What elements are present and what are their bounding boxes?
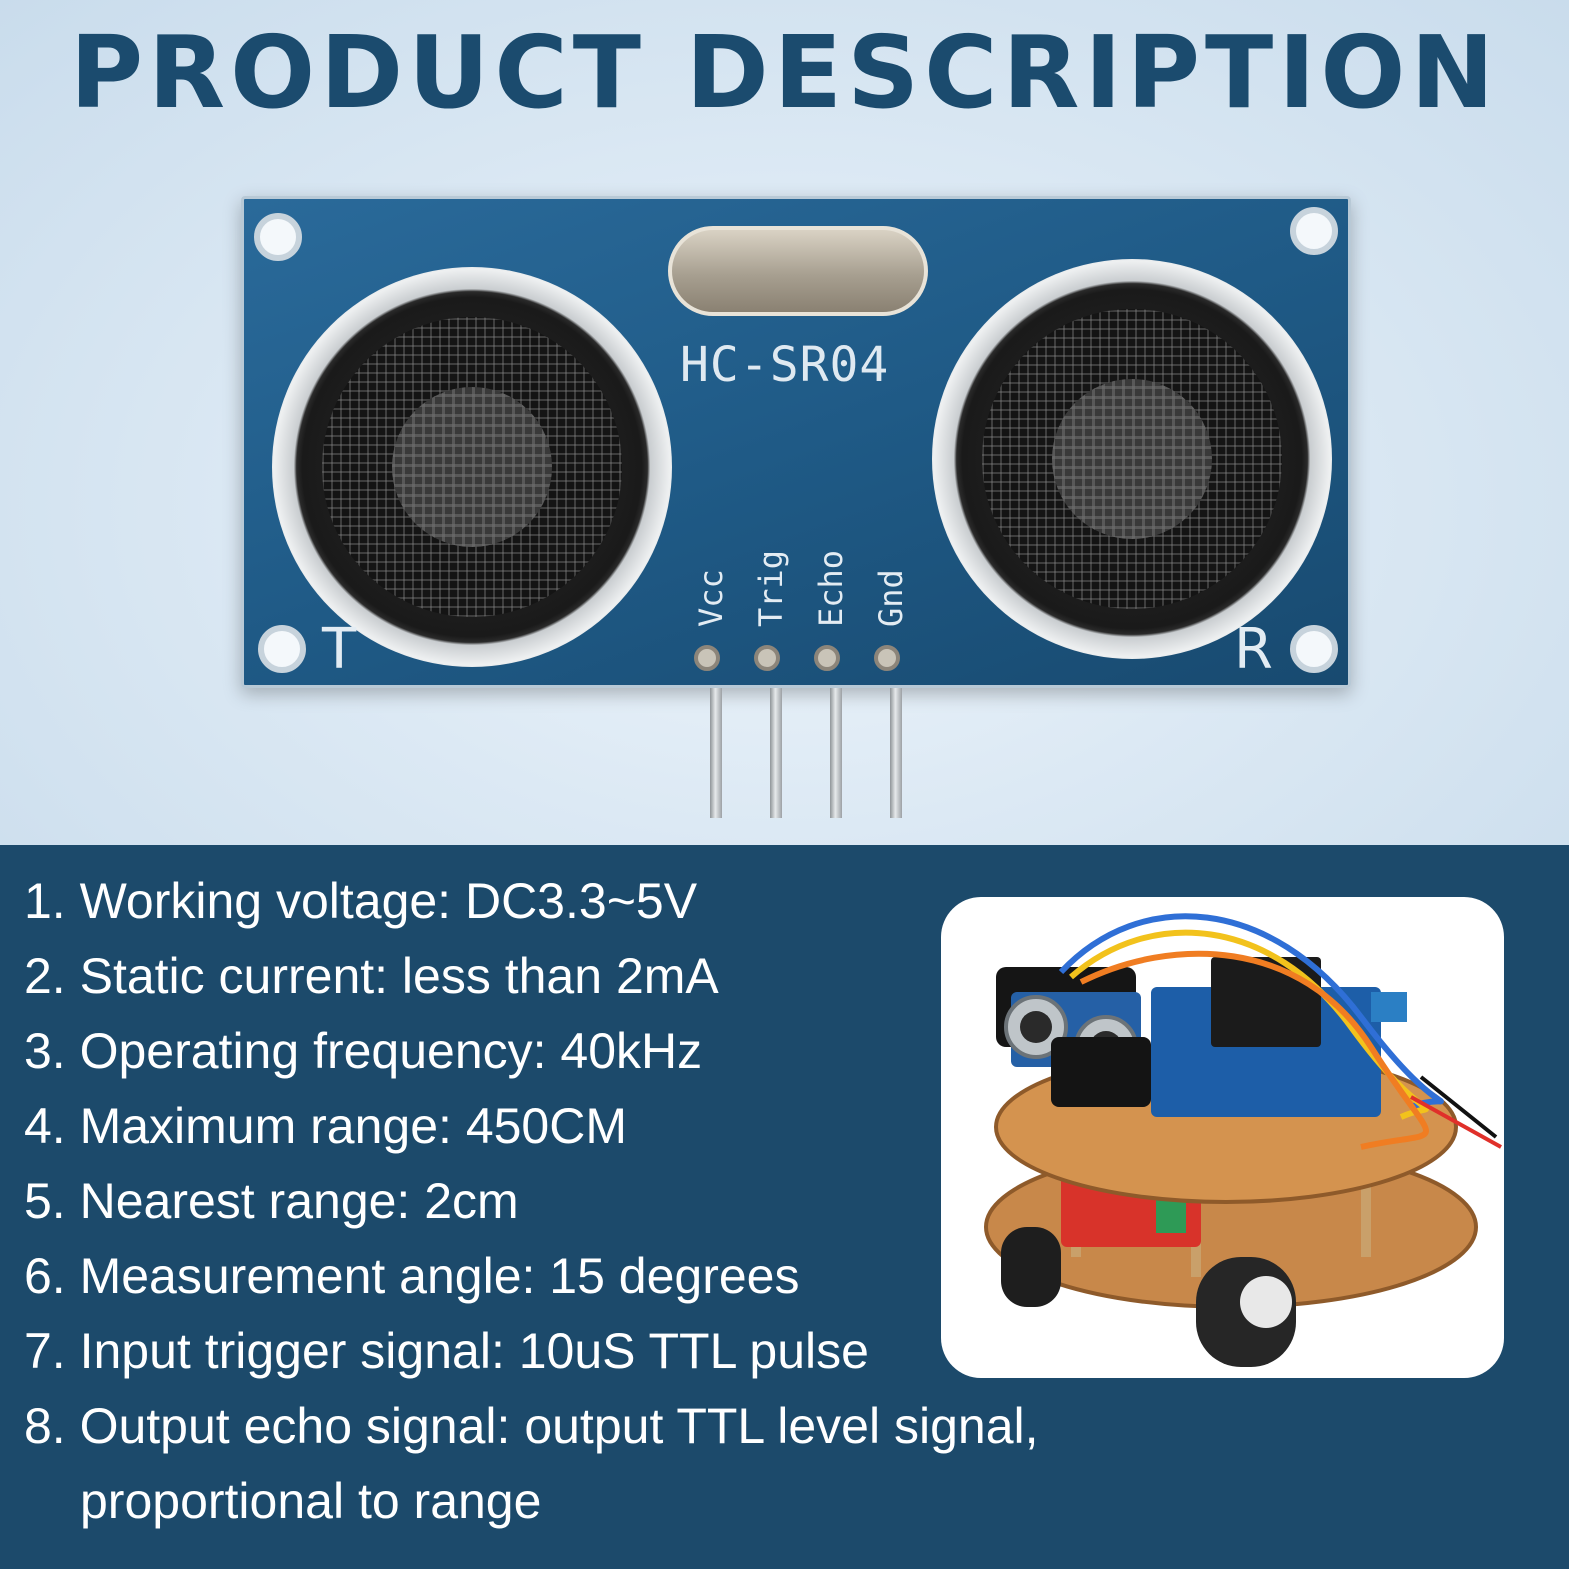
receiver-transducer [932, 259, 1332, 659]
spec-item: 8. Output echo signal: output TTL level … [24, 1398, 1039, 1454]
spec-item: 5. Nearest range: 2cm [24, 1173, 519, 1229]
header-pin-gnd [890, 688, 902, 818]
pin-label-echo: Echo [812, 549, 850, 627]
spec-item: 4. Maximum range: 450CM [24, 1098, 628, 1154]
mount-hole-bottom-right [1290, 625, 1338, 673]
page-title: PRODUCT DESCRIPTION [69, 14, 1500, 131]
transmitter-mesh [322, 317, 622, 617]
mount-hole-bottom-left [258, 625, 306, 673]
spec-item: 1. Working voltage: DC3.3~5V [24, 873, 698, 929]
transmitter-letter: T [322, 617, 357, 682]
header-pin-echo [830, 688, 842, 818]
transmitter-transducer [272, 267, 672, 667]
spec-item: 3. Operating frequency: 40kHz [24, 1023, 703, 1079]
product-hero: PRODUCT DESCRIPTION HC-SR04 T R Vcc Trig… [0, 0, 1569, 845]
pin-label-gnd: Gnd [872, 569, 910, 627]
robot-car-illustration [984, 913, 1502, 1367]
pin-pad-vcc [694, 645, 720, 671]
header-pin-trig [770, 688, 782, 818]
pin-pad-trig [754, 645, 780, 671]
spec-item: 6. Measurement angle: 15 degrees [24, 1248, 800, 1304]
robot-car-image [941, 897, 1504, 1378]
pin-pad-echo [814, 645, 840, 671]
pin-label-vcc: Vcc [692, 569, 730, 627]
spec-item: 2. Static current: less than 2mA [24, 948, 719, 1004]
receiver-letter: R [1234, 617, 1273, 682]
crystal-oscillator [668, 226, 928, 316]
spec-item: 7. Input trigger signal: 10uS TTL pulse [24, 1323, 869, 1379]
pin-pad-gnd [874, 645, 900, 671]
pin-label-trig: Trig [752, 549, 790, 627]
mount-hole-top-left [254, 213, 302, 261]
mount-hole-top-right [1290, 207, 1338, 255]
sensor-model-label: HC-SR04 [680, 337, 890, 393]
header-pin-vcc [710, 688, 722, 818]
spec-item-continuation: proportional to range [80, 1473, 542, 1529]
receiver-mesh [982, 309, 1282, 609]
hc-sr04-board: HC-SR04 T R Vcc Trig Echo Gnd [241, 196, 1351, 688]
